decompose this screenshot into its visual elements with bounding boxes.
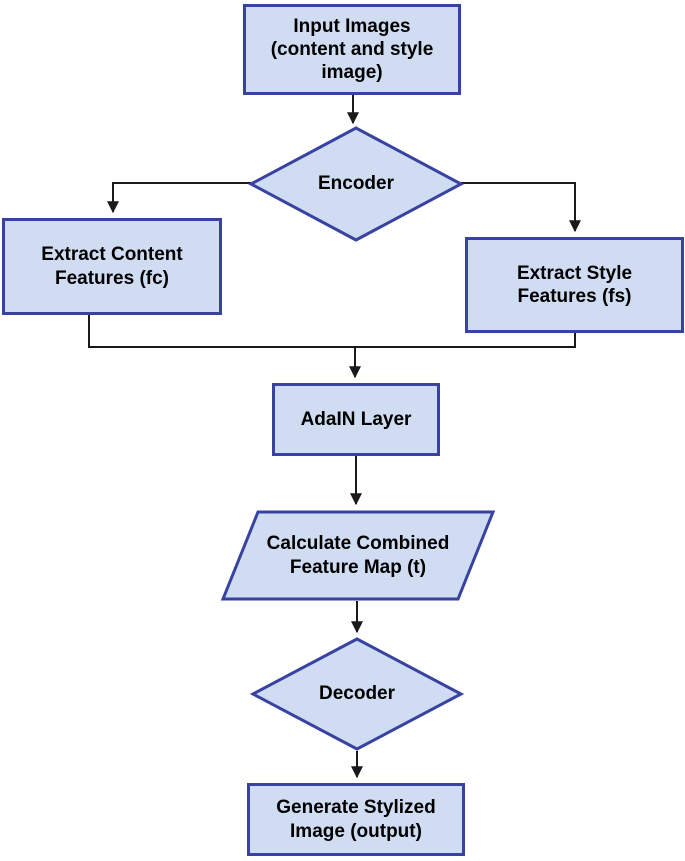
node-adain-layer-label: AdaIN Layer (300, 408, 412, 430)
node-input-images: Input Images (content and style image) (243, 4, 461, 95)
node-extract-content-features: Extract Content Features (fc) (2, 218, 222, 315)
node-extract-style-features-label: Extract Style Features (fs) (516, 262, 633, 307)
node-extract-content-features-label: Extract Content Features (fc) (41, 244, 183, 289)
node-generate-stylized-image-label: Generate Stylized Image (output) (276, 797, 436, 842)
edge-encoder-to-extract-content (107, 182, 251, 214)
node-generate-stylized-image: Generate Stylized Image (output) (247, 783, 465, 856)
node-input-images-label: Input Images (content and style image) (270, 15, 434, 84)
node-adain-layer: AdaIN Layer (272, 383, 440, 456)
node-extract-style-features: Extract Style Features (fs) (465, 237, 684, 333)
combined-map-parallelogram-shape (220, 510, 496, 601)
decoder-diamond-shape (249, 637, 465, 751)
encoder-diamond-shape (247, 126, 465, 242)
edge-encoder-to-extract-style (461, 182, 581, 233)
